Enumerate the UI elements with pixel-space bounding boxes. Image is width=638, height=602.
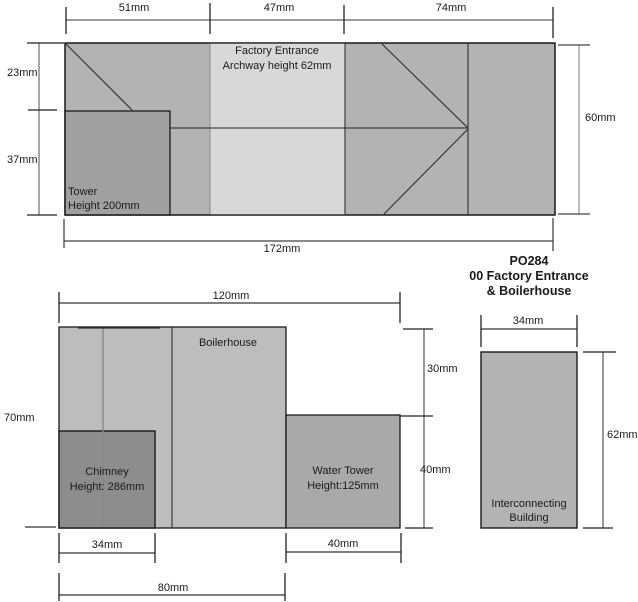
dim-label-62mm: 62mm: [607, 429, 638, 441]
chimney-label-line1: Chimney: [85, 466, 129, 478]
dim-label-23mm: 23mm: [7, 67, 38, 79]
interconnecting-elevation: [480, 315, 616, 529]
chimney-label-line2: Height: 286mm: [69, 481, 145, 493]
factory-entrance-elevation: [27, 3, 590, 251]
interconnecting-wall: [480, 351, 578, 529]
dim-label-70mm: 70mm: [4, 412, 35, 424]
factory-entrance-section: [210, 43, 345, 215]
dim-label-37mm: 37mm: [7, 154, 38, 166]
chimney-wall: [58, 430, 156, 529]
dim-label-30mm: 30mm: [427, 363, 458, 375]
kit-title-line3: & Boilerhouse: [486, 284, 572, 298]
interconnecting-label-line1: Interconnecting: [491, 498, 567, 510]
factory-entrance-label-line1: Factory Entrance: [235, 45, 319, 57]
dim-label-40mm-water: 40mm: [327, 538, 359, 550]
kit-title: PO284 00 Factory Entrance & Boilerhouse: [469, 254, 589, 299]
roof-line-right-upper: [381, 43, 469, 129]
water-tower-wall: [285, 414, 401, 529]
water-tower-label-line2: Height:125mm: [307, 480, 379, 492]
roof-line-right-lower: [383, 128, 469, 215]
kit-title-code: PO284: [509, 254, 549, 268]
tower-label-line1: Tower: [68, 186, 98, 198]
dim-label-120mm: 120mm: [212, 290, 250, 302]
dim-label-74mm: 74mm: [435, 2, 467, 14]
dim-label-60mm: 60mm: [585, 112, 616, 124]
dim-label-80mm: 80mm: [157, 582, 189, 594]
factory-entrance-label-line2: Archway height 62mm: [222, 60, 332, 72]
dim-label-40mm-right: 40mm: [420, 464, 451, 476]
dim-label-34mm-inter: 34mm: [512, 315, 544, 327]
roof-line-left: [65, 43, 133, 111]
boilerhouse-label: Boilerhouse: [198, 337, 258, 349]
water-tower-label-line1: Water Tower: [312, 465, 374, 477]
boilerhouse-elevation: [25, 292, 433, 601]
tower-label-line2: Height 200mm: [68, 200, 140, 212]
dim-label-51mm: 51mm: [118, 2, 150, 14]
dim-label-47mm: 47mm: [263, 2, 295, 14]
kit-title-line2: 00 Factory Entrance: [469, 269, 589, 283]
interconnecting-label-line2: Building: [509, 512, 549, 524]
dim-label-172mm: 172mm: [263, 243, 301, 255]
dim-label-34mm-chimney: 34mm: [91, 539, 123, 551]
